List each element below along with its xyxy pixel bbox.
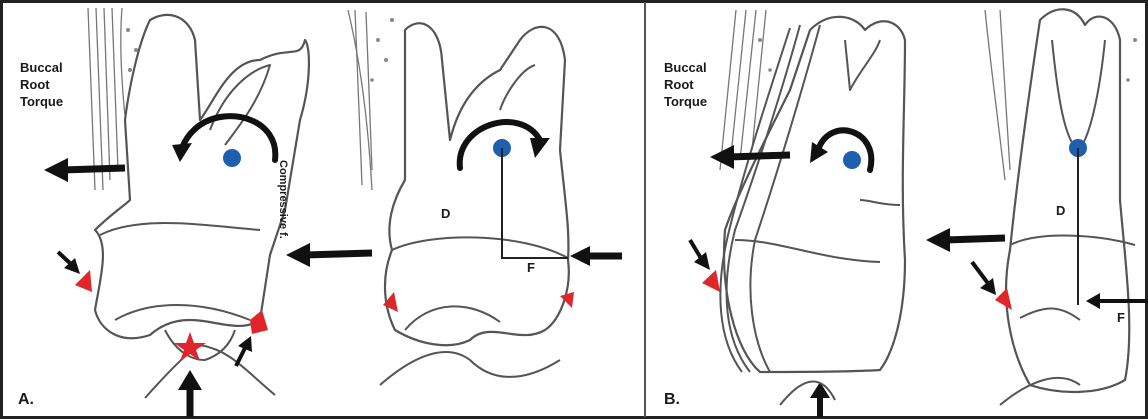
panel-b-stacked-teeth: [720, 17, 905, 372]
panel-b-pointer-arrow: [690, 240, 710, 270]
panel-a-tilted-molar: [95, 15, 309, 398]
panel-a: Compressive f. Buccal Root Torque: [18, 8, 622, 417]
panel-a-torque-line-2: Root: [20, 77, 50, 92]
panel-a-upright-molar: [348, 10, 569, 385]
panel-b-center-dot: [843, 151, 861, 169]
panel-a-center-of-resistance-dot: [223, 149, 241, 167]
panel-b-bracket-left: [702, 270, 720, 292]
panel-a-middle-arrow: [286, 243, 372, 267]
panel-b-pointer-arrow-upright: [972, 262, 996, 295]
panel-a-pointer-arrow-left: [58, 252, 80, 274]
panel-a-occlusal-arrow: [178, 370, 202, 417]
panel-a-torque-arrow: [44, 158, 125, 182]
panel-a-torque-line-1: Buccal: [20, 60, 63, 75]
panel-a-force-arrow: [570, 246, 622, 266]
panel-b-torque-line-1: Buccal: [664, 60, 707, 75]
panel-a-d-label: D: [441, 206, 450, 221]
panel-a-f-label: F: [527, 260, 535, 275]
panel-b-d-label: D: [1056, 203, 1065, 218]
panel-b-torque-line-3: Torque: [664, 94, 707, 109]
panel-a-label: A.: [18, 391, 34, 408]
panel-b-torque-line-2: Root: [664, 77, 694, 92]
panel-b-label: B.: [664, 391, 680, 408]
panel-b: Buccal Root Torque: [664, 9, 1148, 417]
panel-b-f-label: F: [1117, 310, 1125, 325]
panel-a-vertical-label: Compressive f.: [277, 160, 289, 239]
panel-a-pointer-arrow-right: [236, 336, 252, 366]
panel-a-torque-line-3: Torque: [20, 94, 63, 109]
panel-b-middle-arrow: [926, 228, 1005, 252]
panel-a-bracket-left: [75, 270, 92, 292]
